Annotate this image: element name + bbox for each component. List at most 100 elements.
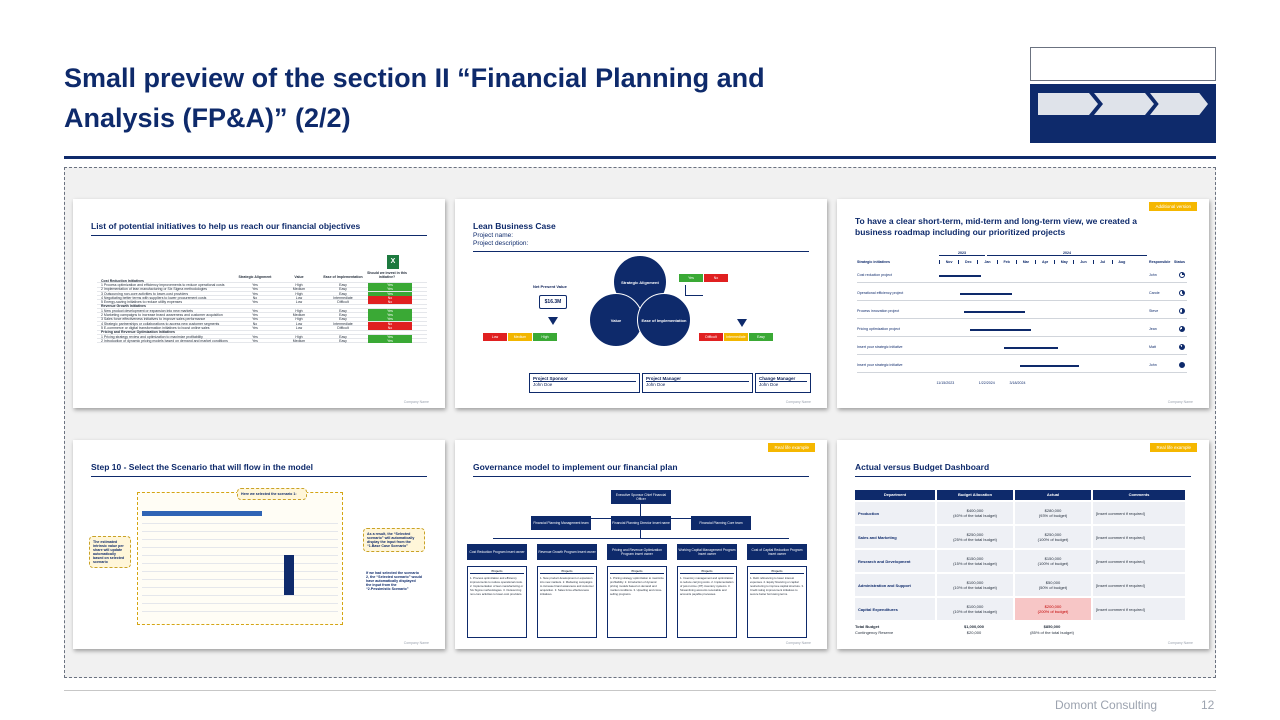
ease-meter: Difficult Intermediate Easy bbox=[699, 333, 774, 341]
thumb6-divider bbox=[855, 476, 1191, 477]
actual-spend: $150,000(100% of budget) bbox=[1015, 550, 1091, 572]
thumbnail-business-roadmap[interactable]: Additional version To have a clear short… bbox=[837, 199, 1209, 408]
change-manager-name: John Doe bbox=[759, 382, 779, 387]
budget-table-row: Sales and Marketing$250,000(25% of the t… bbox=[855, 526, 1191, 548]
scenario-spreadsheet bbox=[137, 492, 343, 625]
thumb1-cell-initiative: 2 Marketing campaigns to increase brand … bbox=[101, 313, 223, 318]
budget-percent: (10% of the total budget) bbox=[953, 609, 997, 614]
thumbnail-initiatives-list[interactable]: List of potential initiatives to help us… bbox=[73, 199, 445, 408]
actual-amount: $280,000 bbox=[1044, 508, 1062, 513]
org-program: Cost of Capital Reduction Program Insert… bbox=[747, 544, 807, 560]
gantt-owner: John bbox=[1149, 273, 1157, 277]
org-projects-label: Projects bbox=[540, 569, 594, 574]
thumb1-cell-initiative: 5 E-commerce or digital transformation i… bbox=[101, 325, 210, 330]
budget-header-cell: Budget Allocation bbox=[937, 490, 1013, 500]
budget-percent: (25% of the total budget) bbox=[953, 537, 997, 542]
meter-high: High bbox=[533, 333, 557, 341]
gantt-bar bbox=[963, 311, 1026, 313]
sponsor-name: John Doe bbox=[533, 382, 553, 387]
thumb1-header-cell: Should we invest in this initiative? bbox=[367, 271, 407, 279]
thumb1-cell-initiative: 4 Negotiating better terms with supplier… bbox=[101, 295, 207, 300]
contingency-label: Contingency Reserve bbox=[855, 630, 894, 635]
thumbnail-governance-model[interactable]: Real life example Governance model to im… bbox=[455, 440, 827, 649]
thumb6-title: Actual versus Budget Dashboard bbox=[855, 462, 990, 472]
decision-yes: Yes bbox=[679, 274, 703, 282]
gantt-milestone-label: 1/22/2024 bbox=[978, 381, 995, 385]
meter-difficult: Difficult bbox=[699, 333, 723, 341]
thumb1-cell-invest: Yes bbox=[368, 313, 412, 318]
budget-percent: (15% of the total budget) bbox=[953, 561, 997, 566]
thumbnail-budget-dashboard[interactable]: Real life example Actual versus Budget D… bbox=[837, 440, 1209, 649]
budget-header-cell: Actual bbox=[1015, 490, 1091, 500]
gantt-month: Mar bbox=[1015, 260, 1035, 264]
budget-comment: [Insert comment if required] bbox=[1093, 550, 1185, 572]
gantt-month: Aug bbox=[1111, 260, 1131, 264]
thumb1-table-header: Strategic Alignment Value Ease of Implem… bbox=[97, 267, 427, 279]
org-program: Revenue Growth Program Insert owner bbox=[537, 544, 597, 560]
venn-diagram: Strategic Alignment Value Ease of Implem… bbox=[585, 255, 695, 365]
year-2024: 2024 bbox=[987, 251, 1147, 256]
thumb1-table-row: 3 Outsourcing non-core activities to low… bbox=[97, 291, 427, 297]
thumb1-cell-invest: Yes bbox=[368, 308, 412, 313]
thumb1-cell-initiative: 5 Energy-saving initiatives to reduce ut… bbox=[101, 300, 183, 305]
thumb1-cell-invest: Yes bbox=[368, 338, 412, 343]
budget-comment: [Insert comment if required] bbox=[1093, 502, 1185, 524]
thumb1-cell-value: Medium bbox=[292, 313, 306, 318]
decision-no: No bbox=[704, 274, 728, 282]
section-nav-blank bbox=[1030, 47, 1216, 81]
thumb1-cell-alignment: Yes bbox=[252, 287, 258, 292]
gantt-initiative-name: Insert your strategic initiative bbox=[857, 345, 903, 349]
budget-comment: [Insert comment if required] bbox=[1093, 526, 1185, 548]
meter-low: Low bbox=[483, 333, 507, 341]
contingency-row: Contingency Reserve$20,000(85% of the to… bbox=[855, 630, 1191, 635]
thumb1-cell-value: Low bbox=[295, 321, 303, 326]
budget-allocation: $250,000(25% of the total budget) bbox=[937, 526, 1013, 548]
section-nav-progress bbox=[1030, 84, 1216, 143]
thumbnail-select-scenario[interactable]: Step 10 - Select the Scenario that will … bbox=[73, 440, 445, 649]
thumb1-cell-initiative: 4 Strategic partnerships or collaboratio… bbox=[101, 321, 220, 326]
budget-comment: [Insert comment if required] bbox=[1093, 574, 1185, 596]
status-pie-icon bbox=[1179, 308, 1185, 314]
thumb1-cell-ease: Difficult bbox=[337, 325, 349, 330]
change-manager-box: Change Manager John Doe bbox=[755, 373, 811, 393]
thumb2-divider bbox=[473, 251, 809, 252]
meter-medium: Medium bbox=[508, 333, 532, 341]
thumb1-cell-initiative: 1 New product development or expansion i… bbox=[101, 308, 194, 313]
gantt-month: Jul bbox=[1092, 260, 1112, 264]
thumb1-cell-invest: No bbox=[368, 295, 412, 300]
org-projects-label: Projects bbox=[680, 569, 734, 574]
actual-amount: $150,000 bbox=[1044, 556, 1062, 561]
thumb1-section-heading: Cost Reduction Initiatives bbox=[97, 278, 427, 284]
callout-top: Here we selected the scenario 1: bbox=[237, 488, 307, 500]
thumb1-cell-alignment: Yes bbox=[252, 317, 258, 322]
thumb1-section-heading: Pricing and Revenue Optimization Initiat… bbox=[97, 330, 427, 335]
thumb1-header-cell: Ease of Implementation bbox=[323, 275, 363, 279]
thumb1-cell-initiative: 1 Process optimization and efficiency im… bbox=[101, 282, 225, 287]
actual-spend: $50,000(50% of budget) bbox=[1015, 574, 1091, 596]
budget-percent: (40% of the total budget) bbox=[953, 513, 997, 518]
gantt-bar bbox=[1019, 365, 1080, 367]
thumb1-cell-invest: No bbox=[368, 300, 412, 305]
thumb4-divider bbox=[91, 476, 427, 477]
actual-percent: (93% of budget) bbox=[1038, 513, 1068, 518]
thumb1-table: Strategic Alignment Value Ease of Implem… bbox=[97, 267, 427, 344]
thumbnail-lean-business-case[interactable]: Lean Business Case Project name: Project… bbox=[455, 199, 827, 408]
thumb1-section-name: Cost Reduction Initiatives bbox=[101, 278, 144, 283]
gantt-bar bbox=[960, 293, 1012, 295]
gantt-month: Apr bbox=[1035, 260, 1054, 264]
total-actual: $850,000 bbox=[1043, 624, 1061, 629]
budget-department: Production bbox=[855, 502, 935, 524]
budget-department: Capital Expenditures bbox=[855, 598, 935, 620]
status-pie-icon bbox=[1179, 344, 1185, 350]
org-projects-text: 1. New product development or expansion … bbox=[540, 576, 594, 596]
thumb1-cell-ease: Intermediate bbox=[333, 321, 353, 326]
npv-arrow-icon bbox=[548, 317, 558, 325]
footer-divider bbox=[64, 690, 1216, 691]
budget-amount: $250,000 bbox=[966, 532, 984, 537]
actual-percent: (100% of budget) bbox=[1037, 537, 1069, 542]
venn-value: Value bbox=[589, 293, 643, 347]
thumb6-footer: Company Name bbox=[1167, 641, 1193, 645]
